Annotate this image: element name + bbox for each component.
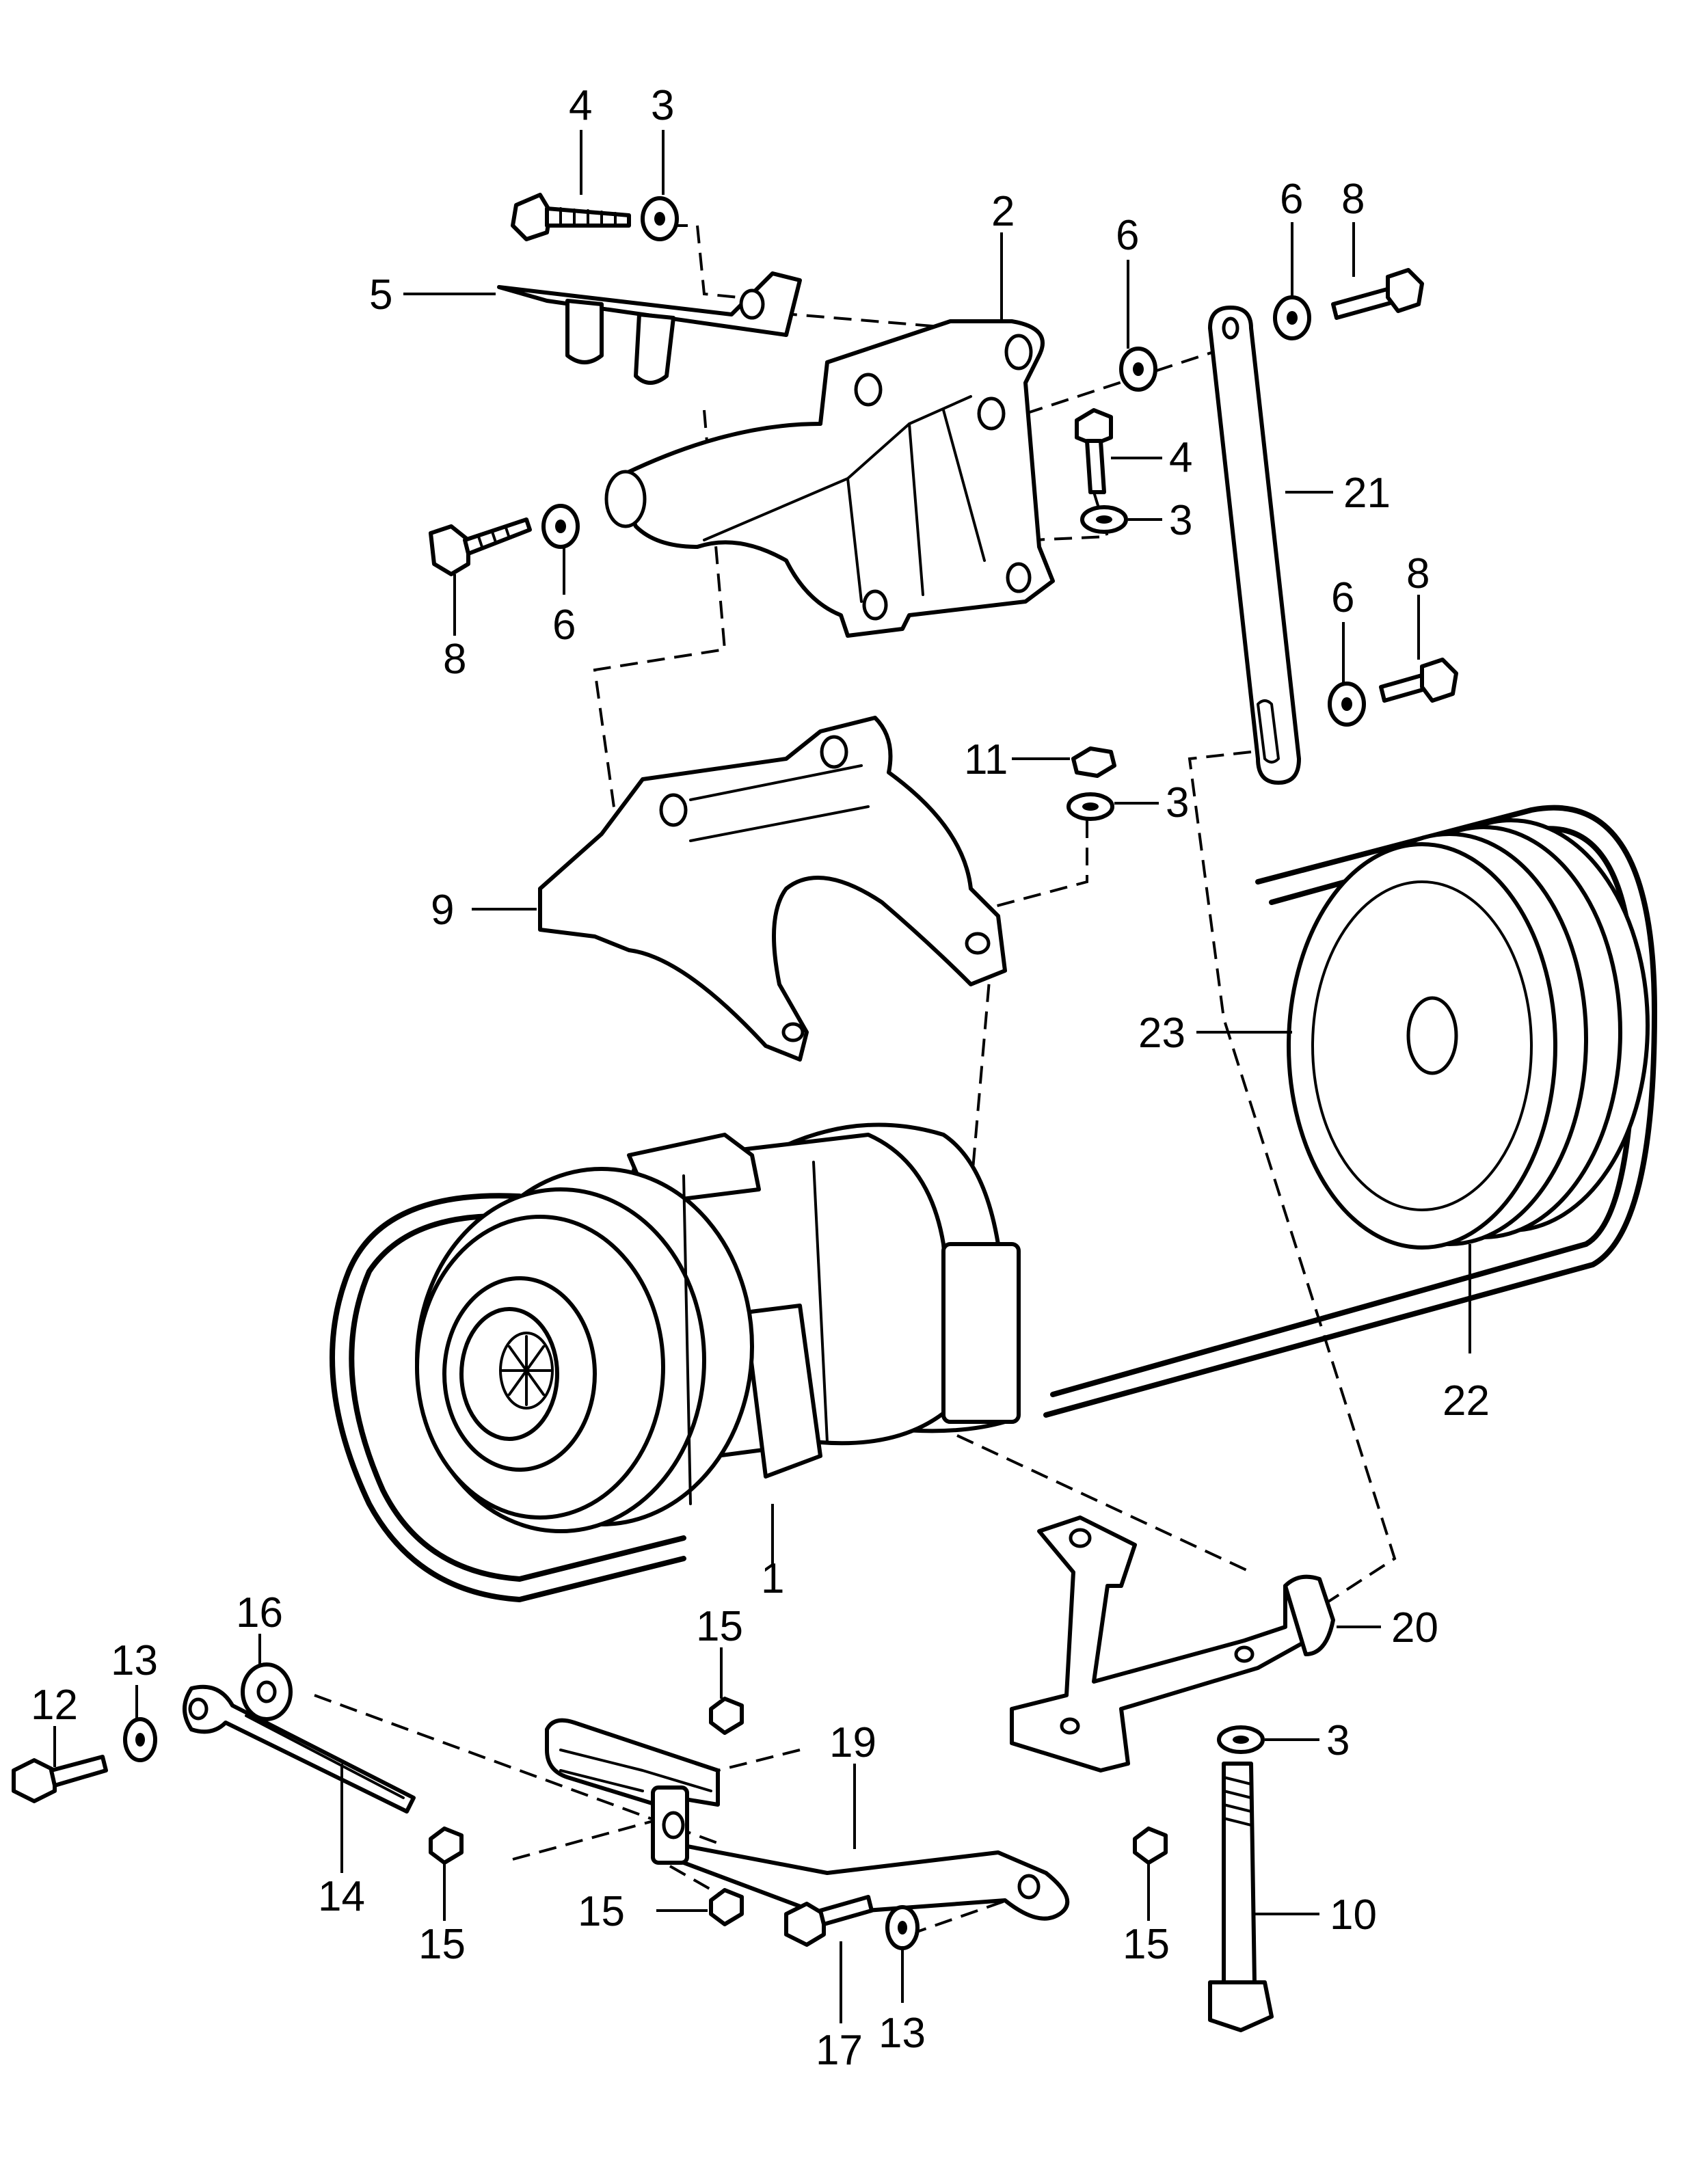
callout-17: 17 xyxy=(816,2027,863,2074)
callout-1: 1 xyxy=(761,1555,784,1602)
callout-3: 3 xyxy=(651,82,674,129)
bracket-20 xyxy=(1010,1515,1335,1772)
callout-6: 6 xyxy=(1116,212,1139,259)
callout-20: 20 xyxy=(1391,1604,1438,1652)
callout-16: 16 xyxy=(236,1589,283,1636)
pulley-23 xyxy=(1287,818,1650,1250)
callout-6: 6 xyxy=(1331,574,1354,621)
callout-13: 13 xyxy=(878,2010,926,2057)
callout-8: 8 xyxy=(1341,176,1365,223)
callout-15: 15 xyxy=(1123,1921,1170,1968)
bolt-4-top xyxy=(511,193,631,241)
callout-8: 8 xyxy=(1406,550,1430,597)
callout-23: 23 xyxy=(1138,1010,1185,1057)
washers xyxy=(123,196,1366,1950)
callout-6: 6 xyxy=(1280,176,1303,223)
callout-15: 15 xyxy=(578,1888,625,1935)
link-bar-21 xyxy=(1208,306,1301,785)
callout-4: 4 xyxy=(569,82,592,129)
callout-13: 13 xyxy=(111,1637,158,1684)
callout-19: 19 xyxy=(829,1719,876,1766)
callout-3: 3 xyxy=(1169,497,1192,544)
callout-14: 14 xyxy=(318,1873,365,1920)
bolt-4-right xyxy=(1075,408,1113,494)
bolt-8-left xyxy=(429,517,532,576)
callout-2: 2 xyxy=(991,188,1015,235)
bracket-2 xyxy=(604,319,1055,638)
callout-15: 15 xyxy=(418,1921,466,1968)
callout-11: 11 xyxy=(964,736,1008,783)
bracket-5 xyxy=(497,271,802,385)
leader-lines xyxy=(53,130,1471,2023)
callout-6: 6 xyxy=(552,602,576,649)
callout-10: 10 xyxy=(1330,1891,1377,1939)
callout-5: 5 xyxy=(369,271,392,319)
callout-3: 3 xyxy=(1326,1717,1350,1764)
bolt-12 xyxy=(12,1755,108,1803)
callout-4: 4 xyxy=(1169,434,1192,481)
bolt-17 xyxy=(784,1895,874,1947)
callout-3: 3 xyxy=(1166,779,1189,826)
bracket-9 xyxy=(538,716,1007,1062)
callout-22: 22 xyxy=(1443,1377,1490,1425)
nuts xyxy=(429,746,1168,1926)
bolt-8-top-right xyxy=(1331,268,1424,320)
arm-19 xyxy=(545,1718,1070,1921)
bolt-8-mid-right xyxy=(1379,658,1458,703)
stud-10 xyxy=(1208,1762,1274,2032)
callout-9: 9 xyxy=(431,887,454,934)
callout-15: 15 xyxy=(696,1603,743,1650)
compressor-1 xyxy=(415,1122,1021,1533)
callout-21: 21 xyxy=(1343,470,1391,517)
bolt-14 xyxy=(183,1684,416,1814)
callout-8: 8 xyxy=(443,636,466,683)
callout-12: 12 xyxy=(31,1682,78,1729)
callout-labels: 1 2 3 3 3 3 4 4 5 6 6 6 6 8 8 8 9 10 11 … xyxy=(31,82,1490,2074)
